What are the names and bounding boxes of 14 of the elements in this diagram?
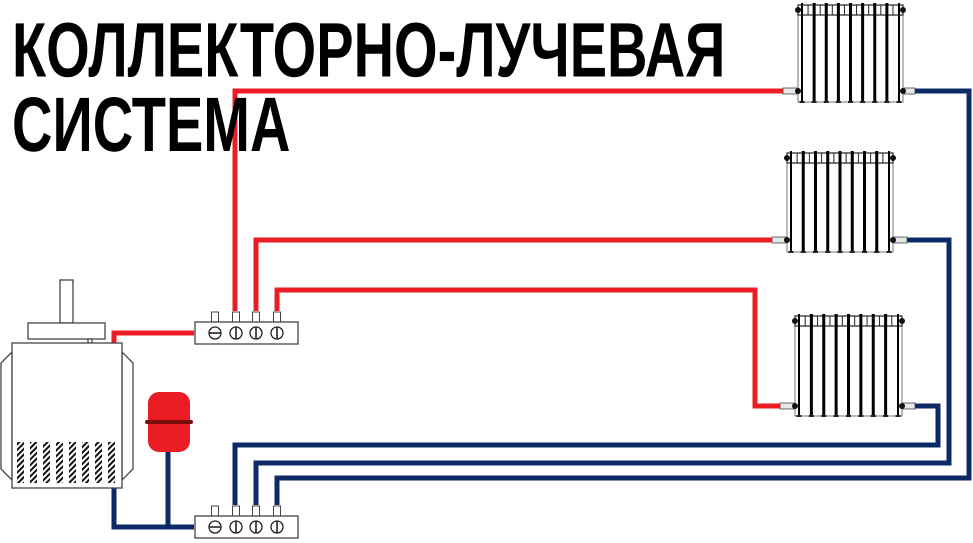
pipe	[274, 288, 780, 408]
expansion-tank-drawing	[144, 391, 194, 453]
pipe	[254, 238, 772, 311]
radiator-drawing	[783, 2, 915, 104]
pipe	[232, 88, 783, 311]
boiler-drawing	[0, 279, 134, 489]
manifold-drawing	[194, 505, 300, 539]
radiator-drawing	[780, 313, 915, 418]
pipe	[232, 404, 940, 505]
radiator-drawing	[772, 150, 907, 254]
pipe	[112, 330, 194, 343]
pipe	[254, 238, 952, 505]
manifold-drawing	[194, 311, 300, 345]
pipe	[274, 88, 972, 505]
